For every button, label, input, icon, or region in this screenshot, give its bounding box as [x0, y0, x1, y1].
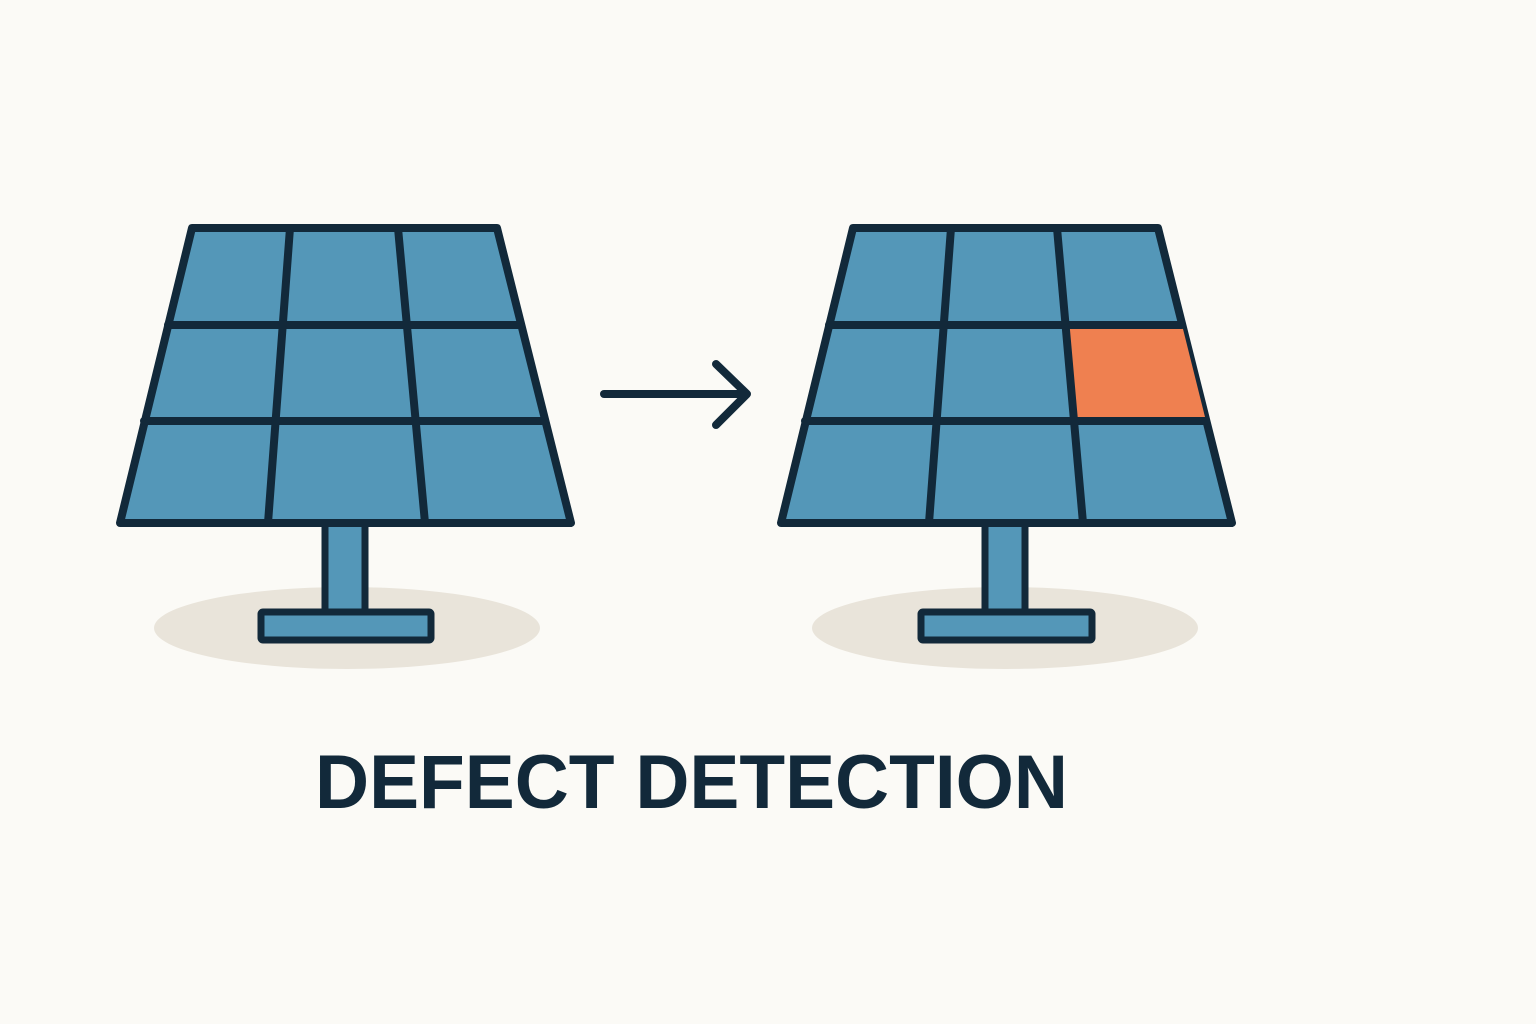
solar-panel-before [116, 224, 575, 669]
arrow-right-icon [600, 360, 751, 429]
panel-grid-lines [140, 224, 549, 527]
panel-post [981, 516, 1029, 618]
diagram-title: DEFECT DETECTION [315, 740, 1068, 825]
panel-grid-lines [801, 224, 1210, 527]
solar-panel-after [777, 224, 1236, 669]
panel-surface [116, 224, 575, 527]
panel-base [257, 608, 435, 644]
panel-base [917, 608, 1096, 644]
panel-post [321, 516, 369, 618]
defect-cell [1065, 325, 1206, 421]
